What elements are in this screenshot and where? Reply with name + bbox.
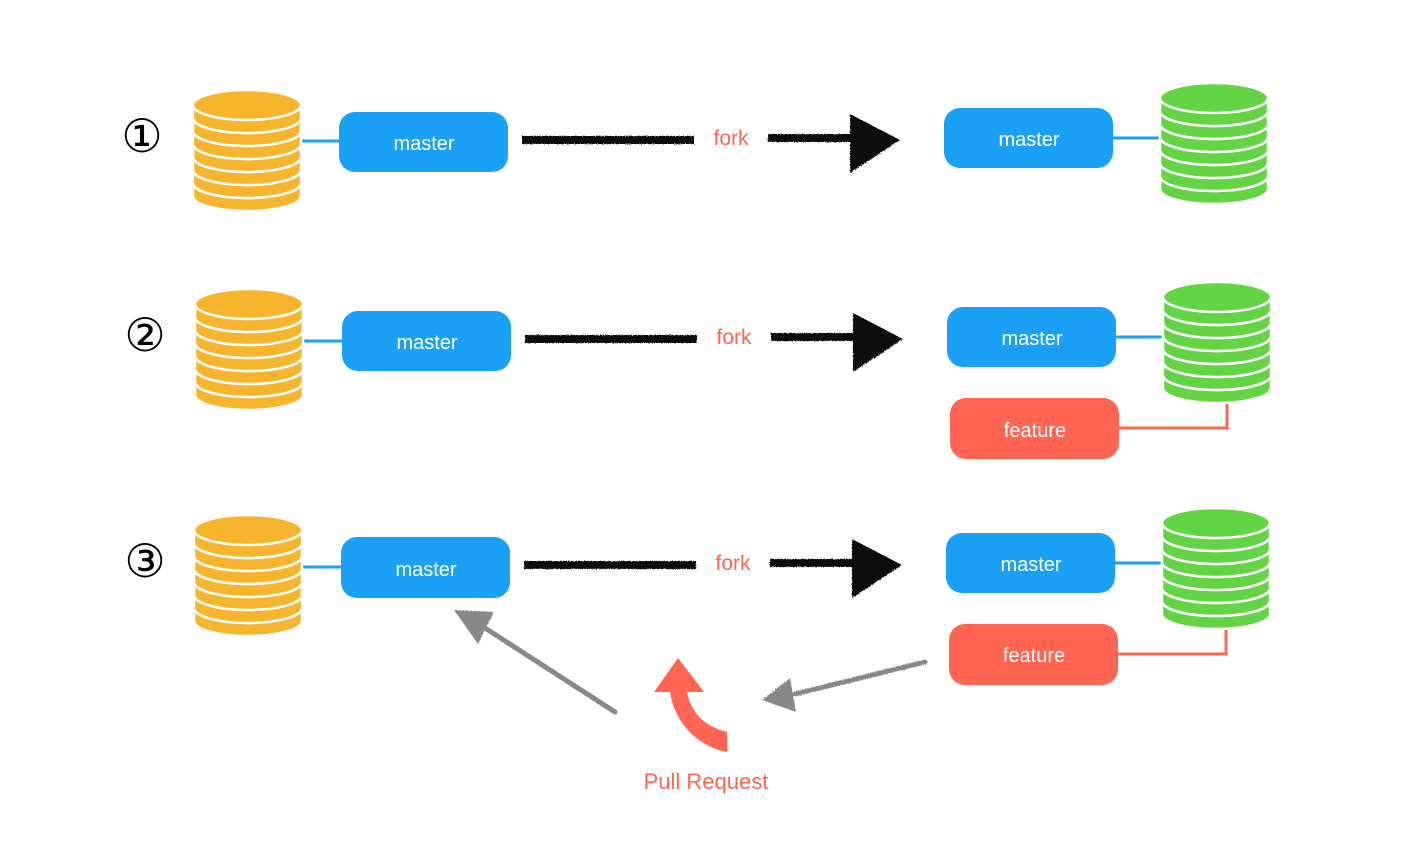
fork-arrow-head	[853, 313, 903, 372]
upstream-master-branch[interactable]: master	[341, 537, 510, 598]
pull-request-arrow-to-upstream	[454, 610, 618, 715]
fork-label: fork	[716, 326, 752, 349]
fork-arrow	[522, 114, 900, 173]
fork-feature-branch[interactable]: feature	[950, 398, 1119, 459]
branch-pill	[944, 108, 1113, 168]
branch-label: master	[395, 559, 456, 581]
pull-request-label: Pull Request	[644, 769, 769, 794]
step-number: ②	[124, 308, 165, 362]
branch-pill	[949, 624, 1118, 685]
step-2: ② master fork master feature	[124, 280, 1273, 459]
database-disk	[1160, 506, 1272, 553]
branch-pill	[946, 533, 1115, 593]
database-disk	[192, 513, 304, 560]
step-number: ①	[121, 109, 162, 163]
arrow-head	[762, 678, 796, 712]
curved-arrow-body	[654, 658, 727, 752]
branch-pill	[339, 112, 508, 172]
fork-arrow	[524, 539, 902, 598]
arrow-head	[454, 610, 494, 644]
step-1: ① master fork master	[121, 81, 1270, 213]
branch-label: feature	[1004, 420, 1066, 442]
fork-label: fork	[713, 127, 749, 150]
step-3: ③ master fork master feature	[124, 506, 1272, 794]
fork-arrow-head	[850, 114, 900, 173]
upstream-repo-database-icon	[193, 287, 305, 412]
branch-pill	[947, 307, 1116, 367]
pull-request-curved-arrow-icon	[654, 658, 727, 752]
database-disk	[1161, 280, 1273, 327]
branch-pill	[342, 311, 511, 371]
branch-pill	[341, 537, 510, 598]
branch-label: feature	[1003, 645, 1065, 667]
fork-repo-database-icon	[1158, 81, 1270, 206]
fork-repo-database-icon	[1161, 280, 1273, 405]
fork-master-branch[interactable]: master	[946, 533, 1115, 593]
database-disk	[191, 88, 303, 135]
upstream-master-branch[interactable]: master	[339, 112, 508, 172]
fork-label: fork	[715, 552, 751, 575]
database-disk	[1158, 81, 1270, 128]
arrow-shaft	[792, 659, 928, 697]
branch-label: master	[393, 133, 454, 155]
fork-master-branch[interactable]: master	[944, 108, 1113, 168]
step-number: ③	[124, 534, 165, 588]
upstream-master-branch[interactable]: master	[342, 311, 511, 371]
upstream-repo-database-icon	[192, 513, 304, 638]
upstream-repo-database-icon	[191, 88, 303, 213]
fork-arrow	[525, 313, 903, 372]
fork-arrow-head	[852, 539, 902, 598]
pull-request-arrow-from-feature	[762, 659, 928, 712]
database-disk	[193, 287, 305, 334]
branch-pill	[950, 398, 1119, 459]
branch-label: master	[1001, 328, 1062, 350]
fork-feature-branch[interactable]: feature	[949, 624, 1118, 685]
branch-label: master	[396, 332, 457, 354]
fork-repo-database-icon	[1160, 506, 1272, 631]
branch-label: master	[998, 129, 1059, 151]
arrow-shaft	[482, 625, 618, 715]
fork-master-branch[interactable]: master	[947, 307, 1116, 367]
branch-label: master	[1000, 554, 1061, 576]
